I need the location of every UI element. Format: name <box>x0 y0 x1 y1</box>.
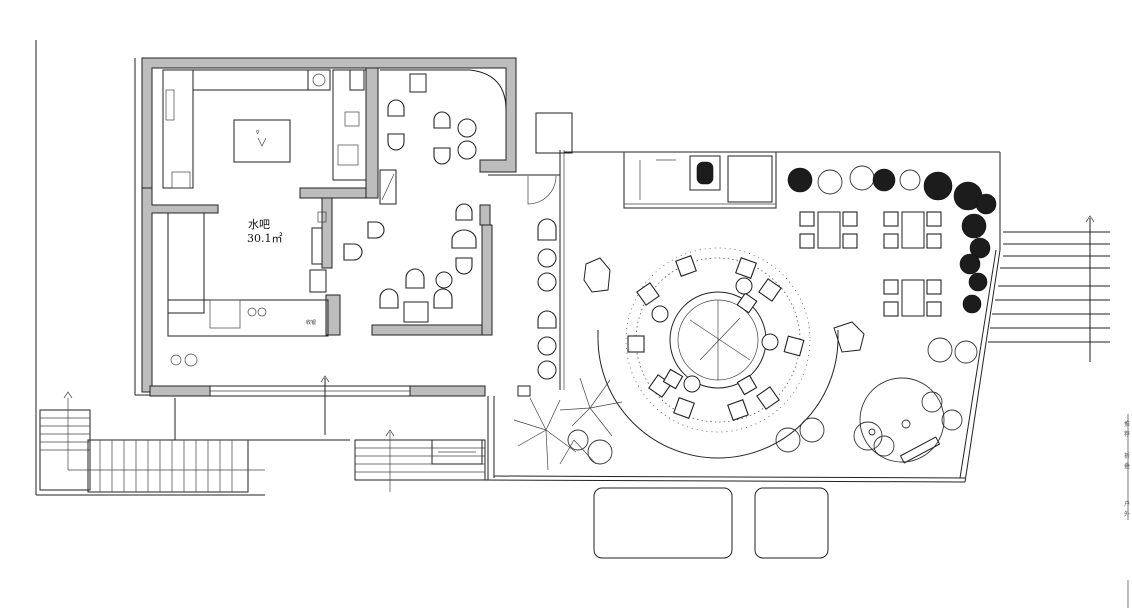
lounge-chair <box>627 335 645 353</box>
side-legend: 推 荐 折 叠 户 外 <box>1124 414 1130 608</box>
chair <box>883 233 899 249</box>
service-block <box>623 151 777 209</box>
lounge-chair <box>727 399 749 421</box>
chair <box>367 221 385 239</box>
counter-label: 收银 <box>306 319 316 326</box>
chair <box>799 233 815 249</box>
chair <box>926 211 942 227</box>
lounge-chair <box>735 257 757 279</box>
chair <box>842 233 858 249</box>
side-mark: 推 <box>1124 420 1130 428</box>
chair <box>842 211 858 227</box>
chair <box>455 257 473 275</box>
lounge-chair <box>636 282 660 306</box>
chair <box>883 301 899 317</box>
chair <box>433 111 451 129</box>
lounge-chair <box>758 278 782 302</box>
side-mark: 户 <box>1124 500 1130 508</box>
lounge-chair <box>673 397 695 419</box>
chair <box>926 279 942 295</box>
lounge-chair <box>662 368 684 390</box>
lounge-chair <box>675 255 697 277</box>
outdoor-tables <box>799 211 942 317</box>
planters <box>593 487 829 559</box>
palms <box>513 377 623 471</box>
chair <box>537 310 557 329</box>
chair <box>799 211 815 227</box>
chair <box>343 243 363 261</box>
chair <box>883 279 899 295</box>
building-walls <box>141 57 531 397</box>
side-mark: 叠 <box>1124 463 1130 470</box>
chair <box>387 133 405 151</box>
hedge <box>787 165 997 314</box>
chair <box>387 99 405 117</box>
chair <box>451 229 477 249</box>
room-name: 水吧 <box>248 218 270 231</box>
rocks <box>583 257 865 353</box>
terrace-boundary <box>959 152 1110 483</box>
chair <box>433 288 453 309</box>
side-mark: 外 <box>1124 510 1130 518</box>
lounge-chair <box>783 335 805 357</box>
chair <box>405 268 425 289</box>
room-area: 30.1㎡ <box>247 232 283 245</box>
chair <box>926 301 942 317</box>
left-staircase <box>39 391 265 493</box>
chair <box>926 233 942 249</box>
middle-staircase <box>354 429 486 492</box>
chair <box>883 211 899 227</box>
circular-terrace <box>597 247 839 459</box>
nook-counter <box>380 69 507 111</box>
entrance <box>174 112 1000 483</box>
side-mark: 荐 <box>1124 430 1130 438</box>
lounge-chair <box>736 374 758 396</box>
lounge-chair <box>756 386 780 410</box>
lounge-chair <box>736 292 758 314</box>
trees <box>567 337 978 465</box>
site-boundary <box>35 40 265 496</box>
chair <box>433 147 451 165</box>
chair <box>379 288 399 309</box>
chair <box>455 203 473 221</box>
svg-text:∇: ∇ <box>255 130 260 136</box>
chair <box>537 218 557 241</box>
bar-fixtures: ∇ <box>162 69 397 367</box>
room-labels: 水吧 30.1㎡ 收银 <box>247 218 316 326</box>
indoor-seating <box>343 99 557 380</box>
side-mark: 折 <box>1124 452 1130 460</box>
